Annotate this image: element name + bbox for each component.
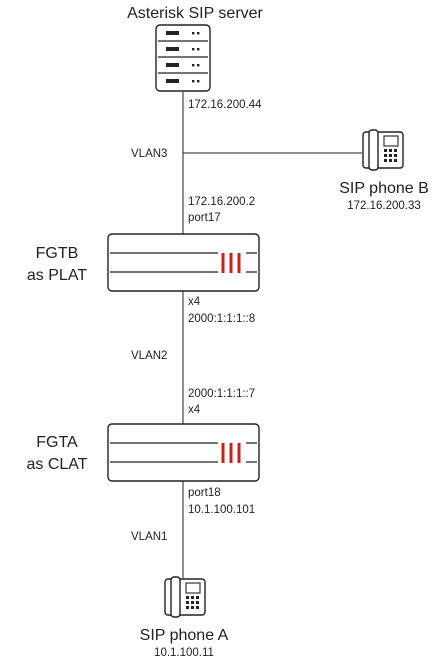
fgta-firewall-icon <box>107 423 260 482</box>
fgta-top-port: x4 <box>188 404 201 416</box>
phone-b-ip: 172.16.200.33 <box>347 200 421 212</box>
fgtb-firewall-icon <box>107 233 260 292</box>
phone-a-icon <box>164 576 206 618</box>
vlan3-label: VLAN3 <box>131 148 167 160</box>
fgta-bottom-port: port18 <box>188 487 221 499</box>
phone-b-icon <box>362 129 404 171</box>
fgta-name: FGTA <box>36 434 78 451</box>
phone-a-ip: 10.1.100.11 <box>154 647 214 659</box>
phone-b-name: SIP phone B <box>339 180 429 197</box>
server-ip: 172.16.200.44 <box>188 99 262 111</box>
server-icon <box>155 24 211 92</box>
fgta-top-ip: 2000:1:1:1::7 <box>188 388 255 400</box>
server-title: Asterisk SIP server <box>127 5 263 22</box>
fgtb-name: FGTB <box>36 245 79 262</box>
fgtb-role: as PLAT <box>27 267 87 284</box>
fgtb-top-ip: 172.16.200.2 <box>188 196 255 208</box>
vlan1-label: VLAN1 <box>131 531 167 543</box>
fgtb-bottom-ip: 2000:1:1:1::8 <box>188 313 255 325</box>
fgtb-top-port: port17 <box>188 212 221 224</box>
phone-a-name: SIP phone A <box>140 627 229 644</box>
vlan2-label: VLAN2 <box>131 350 167 362</box>
fgta-bottom-ip: 10.1.100.101 <box>188 504 255 516</box>
fgta-role: as CLAT <box>26 456 87 473</box>
fgtb-bottom-port: x4 <box>188 296 201 308</box>
